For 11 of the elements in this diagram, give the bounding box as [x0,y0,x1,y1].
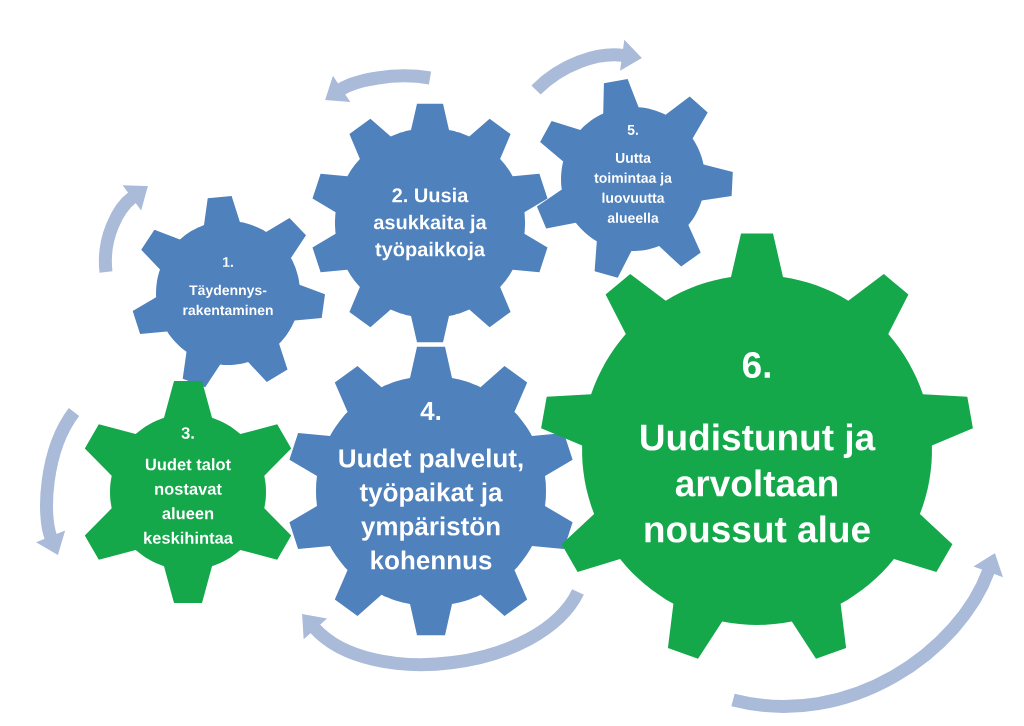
step-number: 4. [420,402,441,420]
step-number: 1. [223,257,233,267]
step-label: Täydennys-rakentaminen [183,284,273,316]
step-number: 5. [627,125,638,135]
step-number: 3. [181,427,194,439]
step-label: Uudet palvelut, työpaikat ja ympäristön kohennus [339,448,523,570]
step-label: Uudet talot nostavat alueen keskihintaa [144,458,234,544]
step-label: 2. Uusia asukkaita ja työpaikkoja [373,187,487,261]
step-number: 6. [742,351,770,379]
step-label: Uutta toimintaa ja luovuutta alueella [594,153,672,223]
step-label: Uudistunut ja arvoltaan noussut alue [641,423,876,543]
